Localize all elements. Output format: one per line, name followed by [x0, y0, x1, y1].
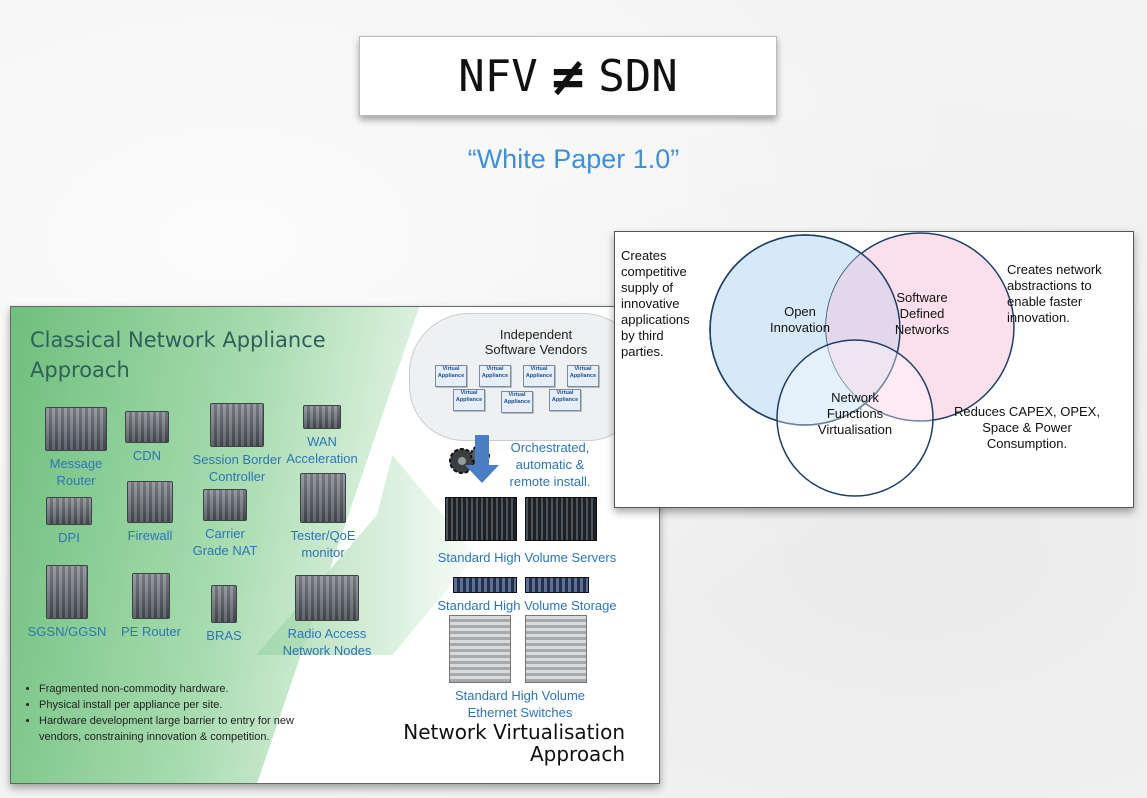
sdn-description: Creates network abstractions to enable f… — [1007, 262, 1102, 325]
virtual-appliance-icon: Virtual Appliance — [435, 365, 467, 387]
bullet-item: Fragmented non-commodity hardware. — [39, 681, 339, 697]
network-virtualisation-title: Network Virtualisation Approach — [403, 720, 625, 766]
not-equal-icon: ≠ — [551, 44, 585, 108]
virtual-appliance-icon: Virtual Appliance — [501, 391, 533, 413]
device-label: WAN Acceleration — [286, 434, 358, 466]
venn-diagram — [709, 232, 1015, 497]
open-innovation-label: Open Innovation — [770, 304, 830, 335]
storage-label: Standard High Volume Storage — [437, 598, 617, 613]
bras-icon — [211, 585, 237, 623]
title-sdn: SDN — [598, 50, 678, 102]
wan-acceleration-icon — [303, 405, 341, 429]
device-tester-qoe: Tester/QoE monitor — [283, 473, 363, 561]
switches-label: Standard High Volume Ethernet Switches — [454, 688, 586, 720]
virtual-appliance-icon: Virtual Appliance — [549, 389, 581, 411]
device-label: Firewall — [127, 528, 173, 543]
device-pe-router: PE Router — [111, 573, 191, 640]
virtual-appliance-icon: Virtual Appliance — [567, 365, 599, 387]
open-innovation-description: Creates competitive supply of innovative… — [621, 248, 690, 359]
device-label: Session Border Controller — [192, 452, 282, 484]
device-wan-acceleration: WAN Acceleration — [279, 405, 365, 467]
pe-router-icon — [132, 573, 170, 619]
device-label: DPI — [58, 530, 80, 545]
sgsn-ggsn-icon — [46, 565, 88, 619]
title-nfv: NFV — [458, 50, 538, 102]
overlap-region — [826, 235, 900, 421]
tester-qoe-icon — [300, 473, 346, 523]
firewall-icon — [127, 481, 173, 523]
device-bras: BRAS — [199, 585, 249, 644]
storage-icon — [453, 577, 517, 593]
server-icon — [525, 497, 597, 541]
nfv-circle — [776, 339, 934, 497]
device-label: Message Router — [49, 456, 103, 488]
bullet-item: Physical install per appliance per site. — [39, 697, 339, 713]
radio-access-icon — [295, 575, 359, 621]
device-label: BRAS — [206, 628, 242, 643]
venn-diagram-panel: Open Innovation Software Defined Network… — [614, 231, 1134, 508]
servers-label: Standard High Volume Servers — [437, 550, 617, 565]
device-session-border-controller: Session Border Controller — [187, 403, 287, 485]
install-arrow-icon — [465, 435, 499, 483]
subtitle: “White Paper 1.0” — [467, 144, 680, 174]
device-message-router: Message Router — [31, 407, 121, 489]
device-carrier-grade-nat: Carrier Grade NAT — [185, 489, 265, 559]
sdn-label: Software Defined Networks — [894, 290, 950, 337]
server-icon — [445, 497, 517, 541]
device-dpi: DPI — [33, 497, 105, 546]
session-border-controller-icon — [210, 403, 264, 447]
virtual-appliance-icon: Virtual Appliance — [479, 365, 511, 387]
switch-icon — [449, 615, 511, 683]
virtual-appliance-icon: Virtual Appliance — [523, 365, 555, 387]
isv-label: Independent Software Vendors — [484, 327, 588, 357]
cdn-icon — [125, 411, 169, 443]
device-label: CDN — [132, 448, 162, 463]
orchestrated-label: Orchestrated, automatic & remote install… — [509, 440, 591, 489]
storage-icon — [525, 577, 589, 593]
title-box: NFV ≠ SDN — [359, 36, 777, 116]
nfv-description: Reduces CAPEX, OPEX, Space & Power Consu… — [954, 404, 1100, 451]
device-label: Radio Access Network Nodes — [282, 626, 372, 658]
open-innovation-outline — [709, 234, 901, 426]
dpi-icon — [46, 497, 92, 525]
device-label: Carrier Grade NAT — [192, 526, 258, 558]
bullet-item: Hardware development large barrier to en… — [39, 713, 339, 745]
device-label: SGSN/GGSN — [27, 624, 107, 639]
switch-icon — [525, 615, 587, 683]
device-radio-access: Radio Access Network Nodes — [269, 575, 385, 659]
carrier-grade-nat-icon — [203, 489, 247, 521]
device-sgsn-ggsn: SGSN/GGSN — [21, 565, 113, 640]
device-cdn: CDN — [119, 411, 175, 464]
classical-bullets: Fragmented non-commodity hardware. Physi… — [25, 681, 339, 745]
nfv-label: Network Functions Virtualisation — [817, 390, 893, 437]
message-router-icon — [45, 407, 107, 451]
device-label: PE Router — [121, 624, 181, 639]
network-virtualisation-diagram: Classical Network Appliance Approach Mes… — [10, 306, 660, 784]
device-firewall: Firewall — [115, 481, 185, 544]
virtual-appliance-icon: Virtual Appliance — [453, 389, 485, 411]
device-label: Tester/QoE monitor — [290, 528, 356, 560]
classical-heading: Classical Network Appliance Approach — [30, 328, 326, 382]
